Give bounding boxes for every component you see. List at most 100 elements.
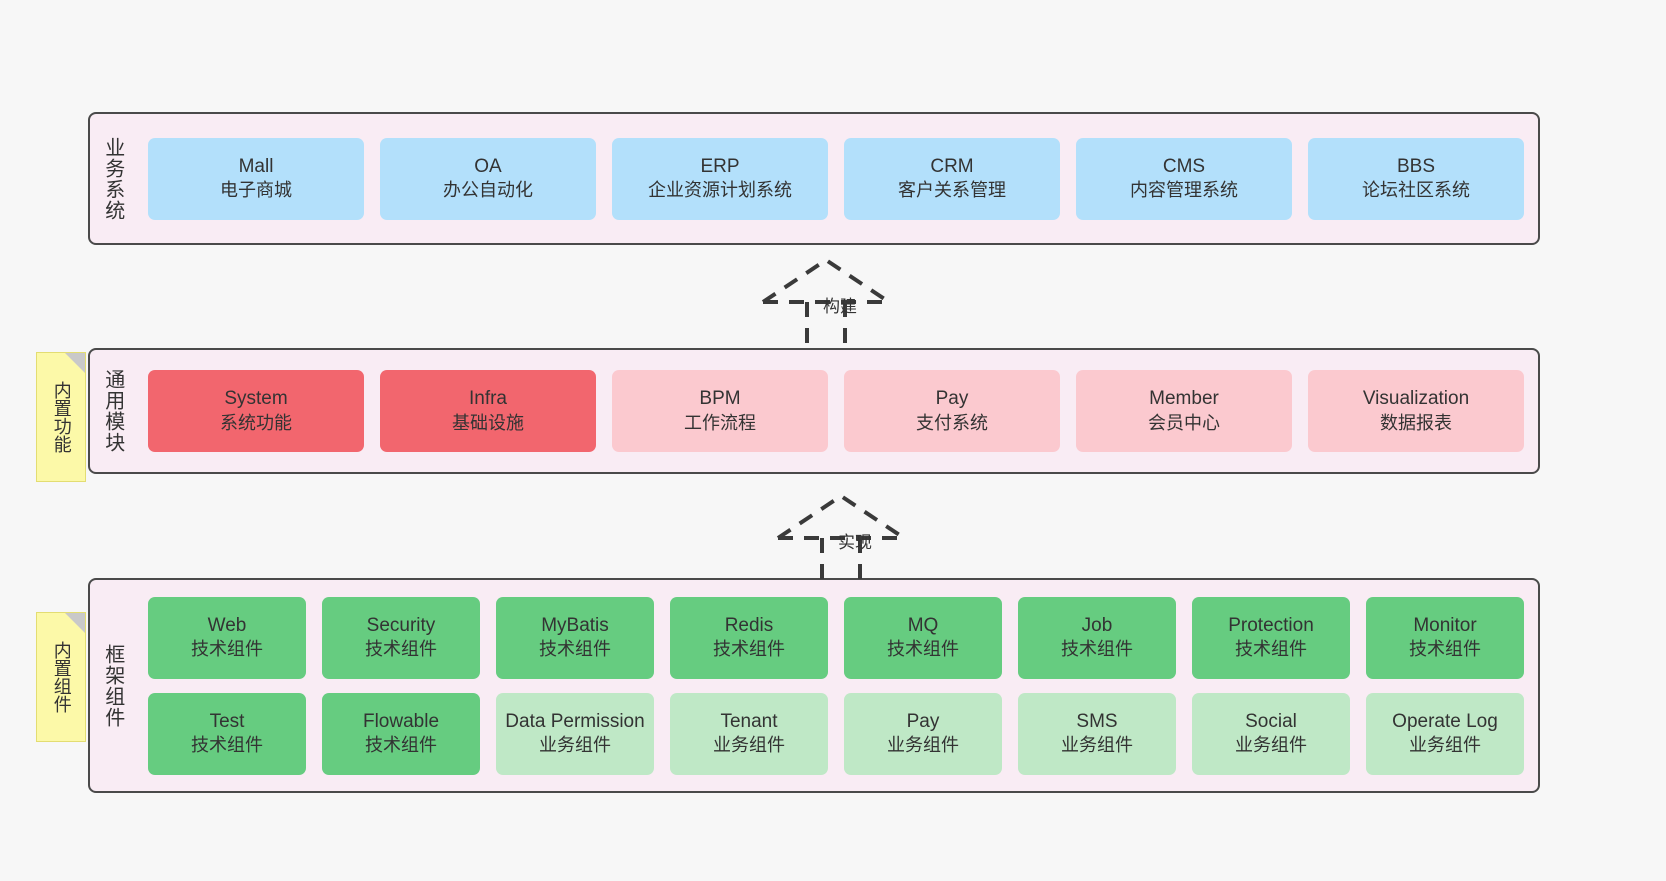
layer-business-systems-title: 业务系统	[101, 136, 124, 221]
node-monitor-name: Monitor	[1413, 614, 1477, 636]
node-tenant[interactable]: Tenant 业务组件	[670, 692, 828, 775]
node-oa-sub: 办公自动化	[443, 180, 533, 201]
layer-business-systems: 业务系统 Mall 电子商城 OA 办公自动化 ERP 企业资源计划系统 CRM	[88, 112, 1540, 245]
node-protection[interactable]: Protection 技术组件	[1192, 596, 1350, 679]
layer-framework-components: 框架组件 Web 技术组件 Security 技术组件 MyBatis 技术组件…	[88, 578, 1540, 793]
node-operate-log-sub: 业务组件	[1409, 735, 1481, 756]
node-operate-log-name: Operate Log	[1392, 710, 1498, 732]
node-pay-module-sub: 支付系统	[916, 412, 988, 433]
node-visualization[interactable]: Visualization 数据报表	[1308, 370, 1524, 452]
node-erp-name: ERP	[700, 155, 740, 177]
node-pay-component-name: Pay	[906, 710, 940, 732]
node-mall-name: Mall	[238, 155, 274, 177]
node-sms-name: SMS	[1076, 710, 1118, 732]
node-data-permission[interactable]: Data Permission 业务组件	[496, 692, 654, 775]
node-crm-sub: 客户关系管理	[898, 180, 1006, 201]
node-bbs[interactable]: BBS 论坛社区系统	[1308, 137, 1524, 220]
node-monitor-sub: 技术组件	[1409, 639, 1481, 660]
node-member[interactable]: Member 会员中心	[1076, 370, 1292, 452]
node-social-name: Social	[1245, 710, 1297, 732]
node-test-name: Test	[209, 710, 245, 732]
node-mq-name: MQ	[907, 614, 939, 636]
node-protection-sub: 技术组件	[1235, 639, 1307, 660]
node-erp[interactable]: ERP 企业资源计划系统	[612, 137, 828, 220]
layer-business-systems-body: Mall 电子商城 OA 办公自动化 ERP 企业资源计划系统 CRM 客户关系…	[134, 114, 1538, 243]
node-crm[interactable]: CRM 客户关系管理	[844, 137, 1060, 220]
node-mall-sub: 电子商城	[220, 180, 292, 201]
node-redis[interactable]: Redis 技术组件	[670, 596, 828, 679]
node-job-sub: 技术组件	[1061, 639, 1133, 660]
node-oa-name: OA	[474, 155, 502, 177]
node-member-sub: 会员中心	[1148, 412, 1220, 433]
connector-implement-glyph	[776, 493, 906, 582]
node-oa[interactable]: OA 办公自动化	[380, 137, 596, 220]
connector-build-glyph	[761, 257, 891, 346]
layer-framework-components-body: Web 技术组件 Security 技术组件 MyBatis 技术组件 Redi…	[134, 580, 1538, 791]
node-cms-sub: 内容管理系统	[1130, 180, 1238, 201]
node-flowable[interactable]: Flowable 技术组件	[322, 692, 480, 775]
node-social[interactable]: Social 业务组件	[1192, 692, 1350, 775]
node-web[interactable]: Web 技术组件	[148, 596, 306, 679]
node-flowable-sub: 技术组件	[365, 735, 437, 756]
node-mall[interactable]: Mall 电子商城	[148, 137, 364, 220]
node-test[interactable]: Test 技术组件	[148, 692, 306, 775]
node-tenant-name: Tenant	[720, 710, 778, 732]
node-redis-sub: 技术组件	[713, 639, 785, 660]
node-flowable-name: Flowable	[362, 710, 440, 732]
node-member-name: Member	[1149, 388, 1219, 410]
connector-build-label: 构建	[823, 297, 857, 316]
node-social-sub: 业务组件	[1235, 735, 1307, 756]
connector-implement-label: 实现	[838, 533, 872, 552]
node-web-name: Web	[207, 614, 247, 636]
node-test-sub: 技术组件	[191, 735, 263, 756]
node-infra[interactable]: Infra 基础设施	[380, 370, 596, 452]
node-bpm-sub: 工作流程	[684, 412, 756, 433]
node-mybatis-name: MyBatis	[541, 614, 609, 636]
node-pay-module-name: Pay	[935, 388, 969, 410]
framework-business-row: Test 技术组件 Flowable 技术组件 Data Permission …	[148, 692, 1524, 775]
node-job[interactable]: Job 技术组件	[1018, 596, 1176, 679]
business-systems-row: Mall 电子商城 OA 办公自动化 ERP 企业资源计划系统 CRM 客户关系…	[148, 137, 1524, 220]
node-operate-log[interactable]: Operate Log 业务组件	[1366, 692, 1524, 775]
node-crm-name: CRM	[930, 155, 974, 177]
node-infra-sub: 基础设施	[452, 412, 524, 433]
node-bbs-name: BBS	[1396, 155, 1436, 177]
node-cms[interactable]: CMS 内容管理系统	[1076, 137, 1292, 220]
note-builtin-function-text: 内置功能	[51, 381, 72, 453]
node-bpm[interactable]: BPM 工作流程	[612, 370, 828, 452]
node-monitor[interactable]: Monitor 技术组件	[1366, 596, 1524, 679]
connector-implement: 实现	[760, 488, 950, 582]
common-modules-row: System 系统功能 Infra 基础设施 BPM 工作流程 Pay 支付系统…	[148, 370, 1524, 452]
framework-tech-row: Web 技术组件 Security 技术组件 MyBatis 技术组件 Redi…	[148, 596, 1524, 679]
node-infra-name: Infra	[468, 388, 508, 410]
node-security-sub: 技术组件	[365, 639, 437, 660]
node-web-sub: 技术组件	[191, 639, 263, 660]
layer-framework-components-title: 框架组件	[101, 643, 124, 728]
node-pay-component-sub: 业务组件	[887, 735, 959, 756]
node-data-permission-name: Data Permission	[505, 710, 645, 732]
note-builtin-function: 内置功能	[36, 352, 86, 482]
node-system[interactable]: System 系统功能	[148, 370, 364, 452]
node-sms[interactable]: SMS 业务组件	[1018, 692, 1176, 775]
node-cms-name: CMS	[1162, 155, 1206, 177]
node-tenant-sub: 业务组件	[713, 735, 785, 756]
node-pay-component[interactable]: Pay 业务组件	[844, 692, 1002, 775]
node-system-name: System	[224, 388, 288, 410]
layer-common-modules-title: 通用模块	[101, 369, 124, 453]
note-builtin-component: 内置组件	[36, 612, 86, 742]
node-mq-sub: 技术组件	[887, 639, 959, 660]
node-pay-module[interactable]: Pay 支付系统	[844, 370, 1060, 452]
node-system-sub: 系统功能	[220, 412, 292, 433]
node-protection-name: Protection	[1228, 614, 1314, 636]
node-mybatis[interactable]: MyBatis 技术组件	[496, 596, 654, 679]
node-data-permission-sub: 业务组件	[539, 735, 611, 756]
node-bbs-sub: 论坛社区系统	[1362, 180, 1470, 201]
note-builtin-component-text: 内置组件	[51, 641, 72, 713]
node-mq[interactable]: MQ 技术组件	[844, 596, 1002, 679]
node-mybatis-sub: 技术组件	[539, 639, 611, 660]
node-security[interactable]: Security 技术组件	[322, 596, 480, 679]
connector-build: 构建	[745, 252, 935, 346]
node-security-name: Security	[366, 614, 436, 636]
node-erp-sub: 企业资源计划系统	[648, 180, 792, 201]
